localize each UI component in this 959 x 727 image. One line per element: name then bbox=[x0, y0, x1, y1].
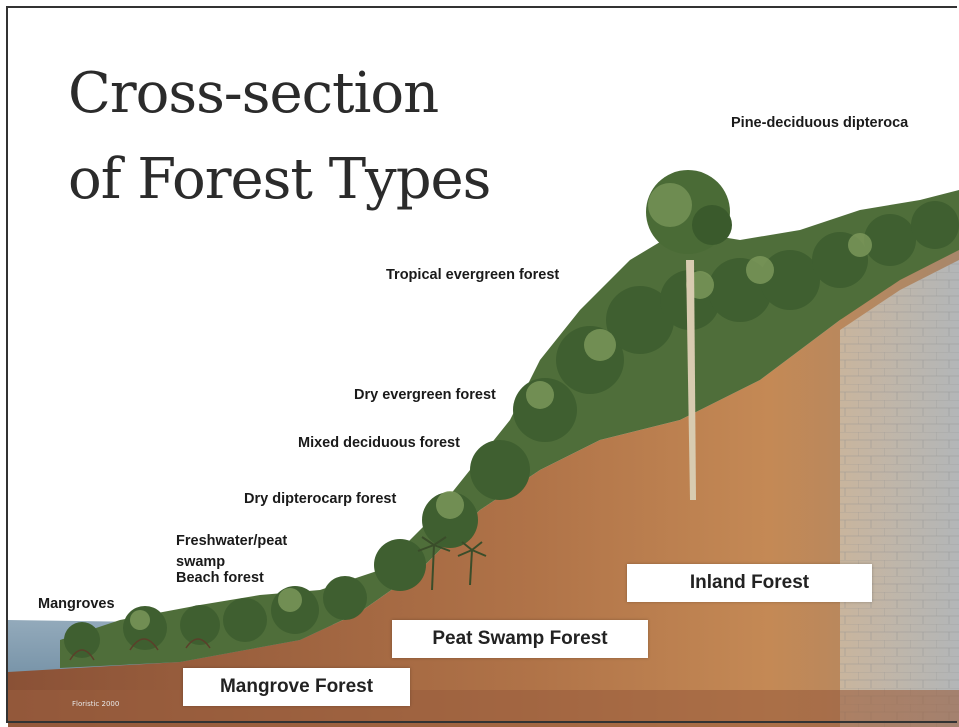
label-mangroves: Mangroves bbox=[38, 596, 115, 612]
label-beach-forest: Beach forest bbox=[176, 570, 264, 586]
mangrove-roots bbox=[69, 638, 211, 661]
soil-base bbox=[8, 690, 959, 727]
zone-inland-forest: Inland Forest bbox=[627, 564, 872, 602]
zone-peat-swamp-forest: Peat Swamp Forest bbox=[392, 620, 648, 658]
diagram-title-line-2: of Forest Types bbox=[68, 147, 491, 212]
label-tropical-evergreen-forest: Tropical evergreen forest bbox=[386, 267, 560, 283]
label-pine-deciduous-dipterocarp: Pine-deciduous dipteroca bbox=[731, 115, 909, 131]
tree-highlights bbox=[130, 233, 872, 630]
emergent-tree bbox=[646, 170, 732, 500]
image-border bbox=[6, 6, 957, 723]
label-dry-dipterocarp-forest: Dry dipterocarp forest bbox=[244, 491, 397, 507]
palm-trees bbox=[417, 536, 487, 591]
label-mixed-deciduous-forest: Mixed deciduous forest bbox=[298, 435, 460, 451]
label-dry-evergreen-forest: Dry evergreen forest bbox=[354, 387, 496, 403]
soil-cross-section bbox=[8, 240, 959, 727]
image-credit: Floristic 2000 bbox=[72, 700, 120, 708]
label-freshwater-peat-line-1: Freshwater/peat bbox=[176, 533, 288, 549]
label-freshwater-peat-line-2: swamp bbox=[176, 554, 226, 570]
bedrock-blocks bbox=[840, 260, 959, 727]
zone-mangrove-forest: Mangrove Forest bbox=[183, 668, 410, 706]
diagram-title-line-1: Cross-section bbox=[68, 61, 439, 126]
